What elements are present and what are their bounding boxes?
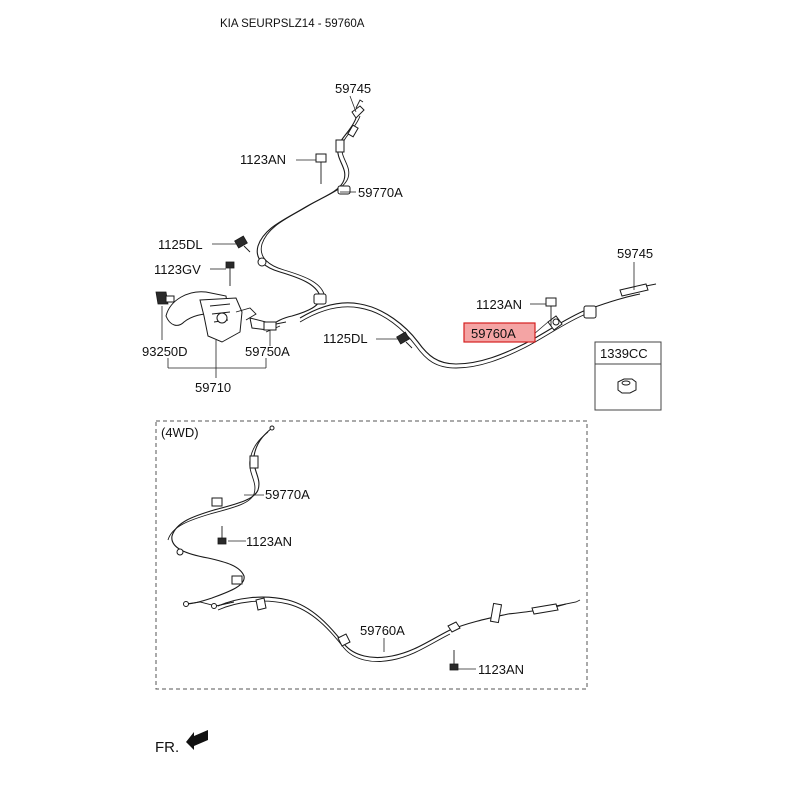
cable-59770a-upper — [256, 117, 357, 327]
bolt-1123an-d — [449, 650, 459, 671]
label-1339cc: 1339CC — [600, 346, 648, 361]
cable-59770a-4wd — [171, 427, 273, 605]
bolt-1123an-c — [217, 526, 227, 545]
label-59745-top: 59745 — [335, 81, 371, 96]
label-93250d: 93250D — [142, 344, 188, 359]
arrow-icon — [186, 730, 208, 750]
nut-icon — [617, 378, 637, 394]
label-59710: 59710 — [195, 380, 231, 395]
cable-59760a-4wd — [217, 596, 567, 659]
label-1123gv: 1123GV — [154, 262, 201, 277]
cable-end-fitting-top — [351, 105, 365, 119]
label-59770a-a: 59770A — [358, 185, 403, 200]
bolt-1123an-a — [315, 153, 327, 184]
assembly-4wd: (4WD) 59770A — [155, 420, 588, 690]
label-59750a: 59750A — [245, 344, 290, 359]
label-1123an-b: 1123AN — [476, 297, 522, 312]
part-59750a — [263, 321, 277, 331]
bolt-1123gv — [225, 261, 235, 286]
front-direction-indicator: FR. — [155, 730, 208, 756]
label-1123an-a: 1123AN — [240, 152, 286, 167]
upper-assembly: 59760A 59745 1123AN 59770A 1125DL 1123GV… — [142, 81, 662, 411]
label-59745-right: 59745 — [617, 246, 653, 261]
label-1123an-d: 1123AN — [478, 662, 524, 677]
label-1125dl-a: 1125DL — [158, 237, 203, 252]
label-4wd: (4WD) — [161, 425, 199, 440]
label-1123an-c: 1123AN — [246, 534, 292, 549]
diagram-title: KIA SEURPSLZ14 - 59760A — [220, 18, 365, 30]
label-1125dl-b: 1125DL — [323, 331, 368, 346]
box-4wd — [155, 420, 588, 690]
label-59760a-highlight[interactable]: 59760A — [471, 326, 516, 341]
label-fr: FR. — [155, 739, 179, 756]
bolt-1125dl-a — [234, 235, 251, 253]
parking-lever-assembly — [165, 291, 287, 343]
label-59760a-b: 59760A — [360, 623, 405, 638]
bolt-1123an-b — [545, 297, 557, 326]
part-box-1339cc: 1339CC — [594, 341, 662, 411]
label-59770a-b: 59770A — [265, 487, 310, 502]
switch-93250d — [155, 291, 169, 305]
bolt-1125dl-b — [396, 331, 413, 349]
highlight-box-59760a[interactable] — [463, 322, 536, 343]
